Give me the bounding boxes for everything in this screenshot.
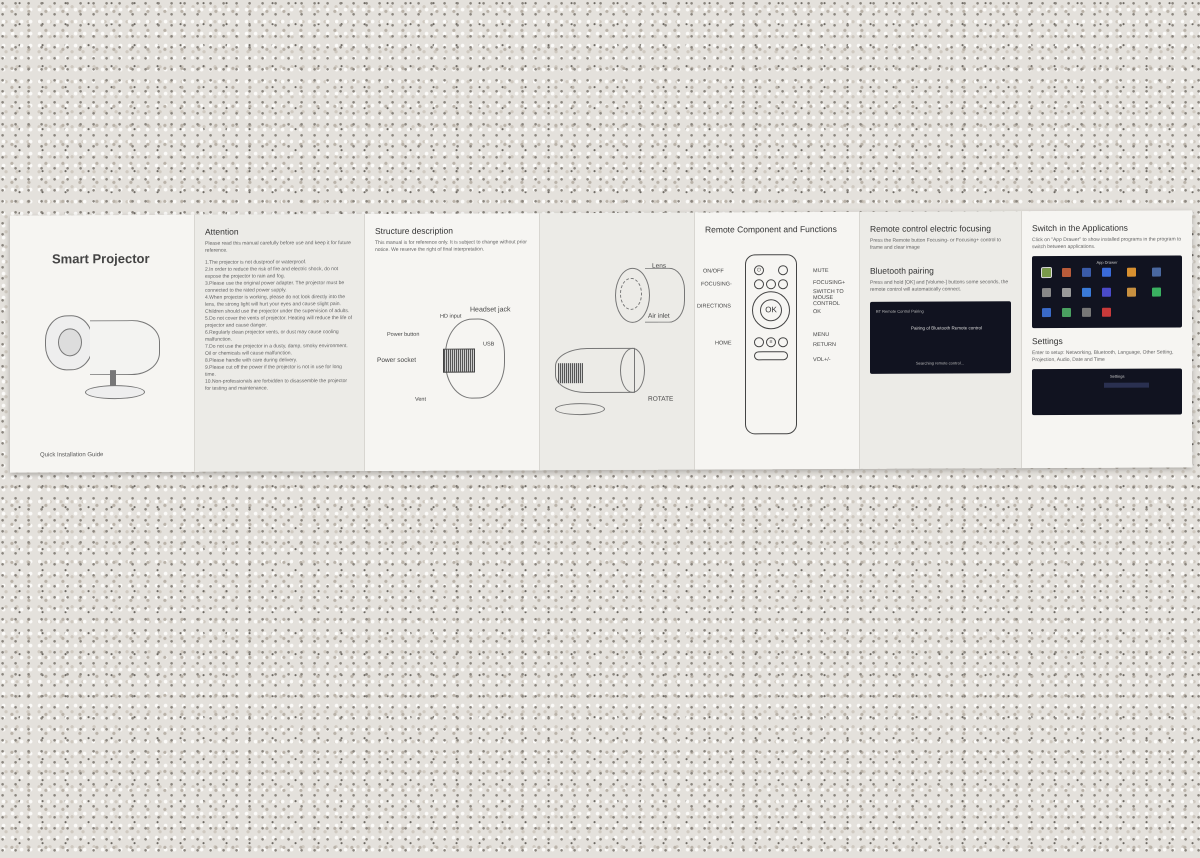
focus-bluetooth-panel: Remote control electric focusing Press t… (860, 211, 1022, 469)
apps-settings-panel: Switch in the Applications Click on "App… (1022, 210, 1192, 469)
structure-panel: Structure description This manual is for… (365, 213, 540, 472)
ok-button-drawing: OK (760, 299, 782, 322)
bluetooth-text: Press and hold [OK] and [Volume-] button… (870, 279, 1009, 293)
bluetooth-pairing-screenshot: BT Remote Control Pairing Pairing of Blu… (870, 301, 1011, 374)
bluetooth-heading: Bluetooth pairing (870, 265, 934, 276)
settings-heading: Settings (1032, 335, 1063, 347)
home-icon (754, 337, 764, 348)
settings-text: Enter to setup: Networking, Bluetooth, L… (1032, 349, 1174, 364)
power-button-label: Power button (387, 331, 420, 338)
screen-heading: Pairing of Bluetooth Remote control (911, 325, 983, 331)
remote-label-left: FOCUSING- (701, 281, 732, 288)
cover-footer: Quick Installation Guide (40, 452, 104, 459)
rotate-label: ROTATE (648, 395, 674, 403)
remote-label-right: FOCUSING+ (813, 279, 846, 287)
power-socket-label: Power socket (377, 356, 417, 364)
attention-panel: Attention Please read this manual carefu… (195, 214, 365, 472)
return-icon (778, 337, 788, 348)
attention-item: 6.Regularly clean projector vents, or du… (205, 329, 339, 343)
screen-footer: Searching remote control... (916, 360, 965, 366)
hd-input-label: HD input (440, 313, 462, 320)
structure-heading: Structure description (375, 225, 453, 236)
focus-text: Press the Remote button Focusing- or Foc… (870, 237, 1002, 251)
remote-label-right: RETURN (813, 341, 836, 349)
screen-title: BT Remote Control Pairing (876, 308, 924, 314)
remote-label-left: HOME (715, 340, 732, 347)
cover-panel: Smart Projector Quick Installation Guide (10, 214, 195, 473)
app-drawer-screenshot: App Drawer (1032, 255, 1182, 329)
remote-label-right: VOL+/- (813, 356, 831, 364)
volume-rocker (754, 351, 788, 361)
power-icon: ⏻ (754, 265, 764, 276)
usb-label: USB (483, 341, 495, 348)
attention-item: 9.Please cut off the power if the projec… (205, 364, 342, 378)
air-inlet-label: Air inlet (648, 312, 670, 320)
remote-label-right: MENU (813, 332, 830, 339)
attention-item: 3.Please use the original power adapter.… (205, 280, 345, 294)
projector-front-diagram (550, 225, 685, 323)
focus-minus-icon (754, 279, 764, 290)
attention-item: 7.Do not use the projector in a dusty, d… (205, 343, 348, 357)
attention-item: 5.Do not cover the vents of projector. H… (205, 315, 353, 329)
remote-label-left: ON/OFF (703, 268, 724, 275)
remote-label-right: MUTE (813, 268, 829, 275)
attention-heading: Attention (205, 226, 239, 237)
remote-heading: Remote Component and Functions (705, 223, 837, 235)
cover-title: Smart Projector (52, 250, 150, 267)
apps-heading: Switch in the Applications (1032, 222, 1128, 234)
focus-heading: Remote control electric focusing (870, 223, 991, 234)
menu-icon: ≡ (766, 337, 776, 348)
attention-item: 10.Non-professionals are forbidden to di… (205, 378, 348, 392)
attention-item: 4.When projector is working, please do n… (205, 294, 350, 315)
remote-panel: Remote Component and Functions ⏻ OK ≡ ON… (695, 211, 860, 470)
views-panel: Lens Air inlet ROTATE (540, 212, 695, 471)
vent-label: Vent (415, 396, 427, 403)
lens-label: Lens (652, 262, 667, 270)
settings-screenshot: Settings (1032, 368, 1182, 416)
remote-label-right: OK (813, 309, 821, 316)
attention-list: 1.The projector is not dustproof or wate… (205, 259, 354, 393)
apps-text: Click on "App Drawer" to show installed … (1032, 236, 1182, 251)
mute-icon (778, 265, 788, 276)
quick-installation-guide-leaflet: Smart Projector Quick Installation Guide… (10, 210, 1192, 473)
focus-plus-icon (778, 279, 788, 290)
remote-label-right: SWITCH TO MOUSE CONTROL (813, 288, 844, 308)
headset-jack-label: Headset jack (470, 306, 511, 314)
attention-item: 2.In order to reduce the risk of fire an… (205, 266, 339, 280)
projector-rotate-diagram (550, 225, 684, 416)
remote-label-left: DIRECTIONS (697, 303, 731, 310)
mouse-icon (766, 279, 776, 290)
attention-intro: Please read this manual carefully before… (205, 240, 351, 254)
settings-screen-title: Settings (1110, 373, 1125, 379)
app-drawer-title: App Drawer (1096, 259, 1118, 265)
structure-intro: This manual is for reference only. It is… (375, 239, 527, 253)
remote-diagram: ⏻ OK ≡ (745, 254, 797, 435)
